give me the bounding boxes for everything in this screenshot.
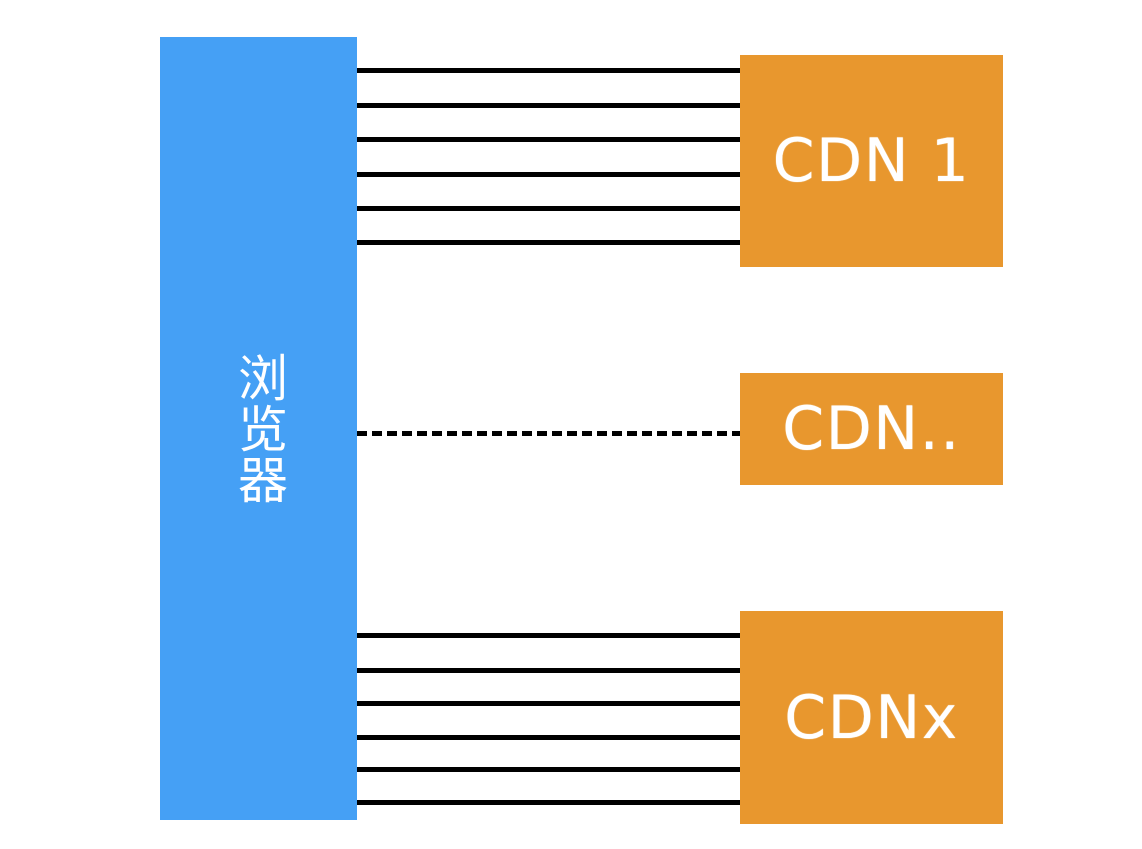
connector-line-cdnx-6 [357, 800, 742, 805]
connector-line-cdnx-4 [357, 735, 742, 740]
connector-line-cdn1-3 [357, 137, 742, 142]
cdn-node-2[interactable]: CDN.. [740, 373, 1003, 485]
cdn-node-2-label: CDN.. [782, 394, 961, 464]
connector-line-cdn1-6 [357, 240, 742, 245]
connector-line-cdnx-1 [357, 633, 742, 638]
connector-line-cdn1-4 [357, 172, 742, 177]
connector-line-cdnx-3 [357, 701, 742, 706]
cdn-node-3[interactable]: CDNx [740, 611, 1003, 824]
connector-line-cdn-middle-dashed [357, 431, 742, 436]
connector-line-cdn1-1 [357, 68, 742, 73]
cdn-node-3-label: CDNx [784, 682, 959, 753]
connector-line-cdn1-2 [357, 103, 742, 108]
browser-node[interactable]: 浏览器 [160, 37, 357, 820]
connector-line-cdn1-5 [357, 206, 742, 211]
cdn-node-1-label: CDN 1 [772, 126, 971, 196]
connector-line-cdnx-2 [357, 668, 742, 673]
cdn-node-1[interactable]: CDN 1 [740, 55, 1003, 267]
browser-node-label: 浏览器 [230, 352, 288, 505]
connector-line-cdnx-5 [357, 767, 742, 772]
